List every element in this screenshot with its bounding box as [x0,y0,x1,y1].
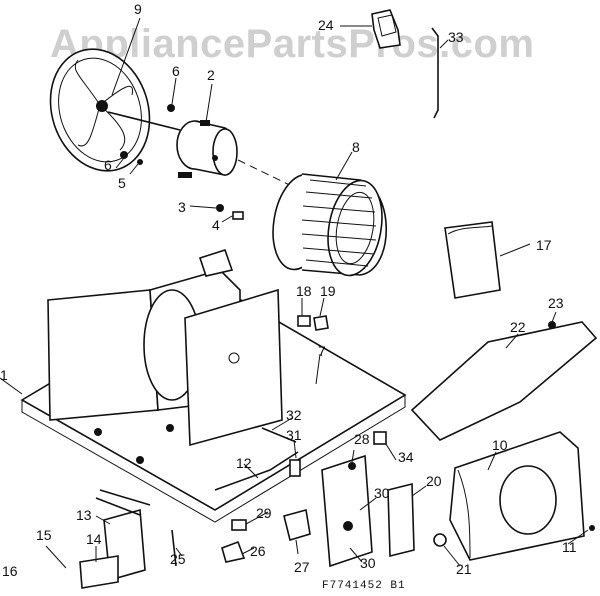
part-label-33: 33 [448,29,464,45]
control-panel-30 [321,454,373,568]
panel-17 [444,221,501,299]
part-label-1: 1 [0,367,8,383]
part-label-31: 31 [286,427,302,443]
part-label-20: 20 [426,473,442,489]
relay-27 [283,508,311,542]
rod-33 [431,27,439,119]
screw-3 [216,204,224,212]
part-label-2: 2 [207,67,215,83]
fan-motor [176,120,238,178]
rod-12 [214,451,299,491]
part-label-22: 22 [510,319,526,335]
part-label-30a: 30 [374,485,390,501]
part-label-29: 29 [256,505,272,521]
fan-blade [49,48,151,172]
part-label-26: 26 [250,543,266,559]
screw-23 [548,321,556,329]
bracket-14 [79,555,119,589]
part-label-17: 17 [536,237,552,253]
part-18 [297,315,311,327]
part-label-14: 14 [86,531,102,547]
diagram-code: F7741452 B1 [322,580,406,592]
clip-4 [232,211,244,220]
part-label-9: 9 [134,1,142,17]
part-label-4: 4 [212,217,220,233]
part-label-18: 18 [296,283,312,299]
rod-32 [261,427,297,443]
part-label-19: 19 [320,283,336,299]
part-label-25: 25 [170,551,186,567]
part-label-5: 5 [118,175,126,191]
part-label-23: 23 [548,295,564,311]
wires [95,489,151,516]
part-label-34: 34 [398,449,414,465]
part-19 [313,315,329,331]
nut-5 [137,159,143,165]
screw-11 [589,525,595,531]
part-label-12: 12 [236,455,252,471]
part-26 [221,540,246,563]
part-label-24: 24 [318,17,334,33]
part-label-10: 10 [492,437,508,453]
part-label-21: 21 [456,561,472,577]
part-31 [289,459,301,477]
part-label-16: 16 [2,563,18,579]
blower-wheel [272,173,387,277]
part-label-3: 3 [178,199,186,215]
shelf-22 [410,321,598,441]
blower-housing [47,249,283,447]
part-label-15: 15 [36,527,52,543]
screw-6b [120,151,128,159]
part-label-30b: 30 [360,555,376,571]
part-label-32: 32 [286,407,302,423]
part-label-6b: 6 [104,157,112,173]
leader-lines [0,17,589,569]
part-label-27: 27 [294,559,310,575]
control-plate-20 [387,482,415,558]
knob-21 [433,533,447,547]
part-label-6a: 6 [172,63,180,79]
switch-28 [348,462,356,470]
scroll-housing-10 [449,431,585,561]
part-29 [231,519,247,531]
part-label-13: 13 [76,507,92,523]
rod-25 [171,529,177,567]
part-label-7: 7 [318,343,326,359]
bracket-24 [371,9,401,49]
part-34 [373,431,387,445]
part-label-8: 8 [352,139,360,155]
part-label-28: 28 [354,431,370,447]
part-label-11: 11 [562,539,577,555]
screw-6a [167,104,175,112]
